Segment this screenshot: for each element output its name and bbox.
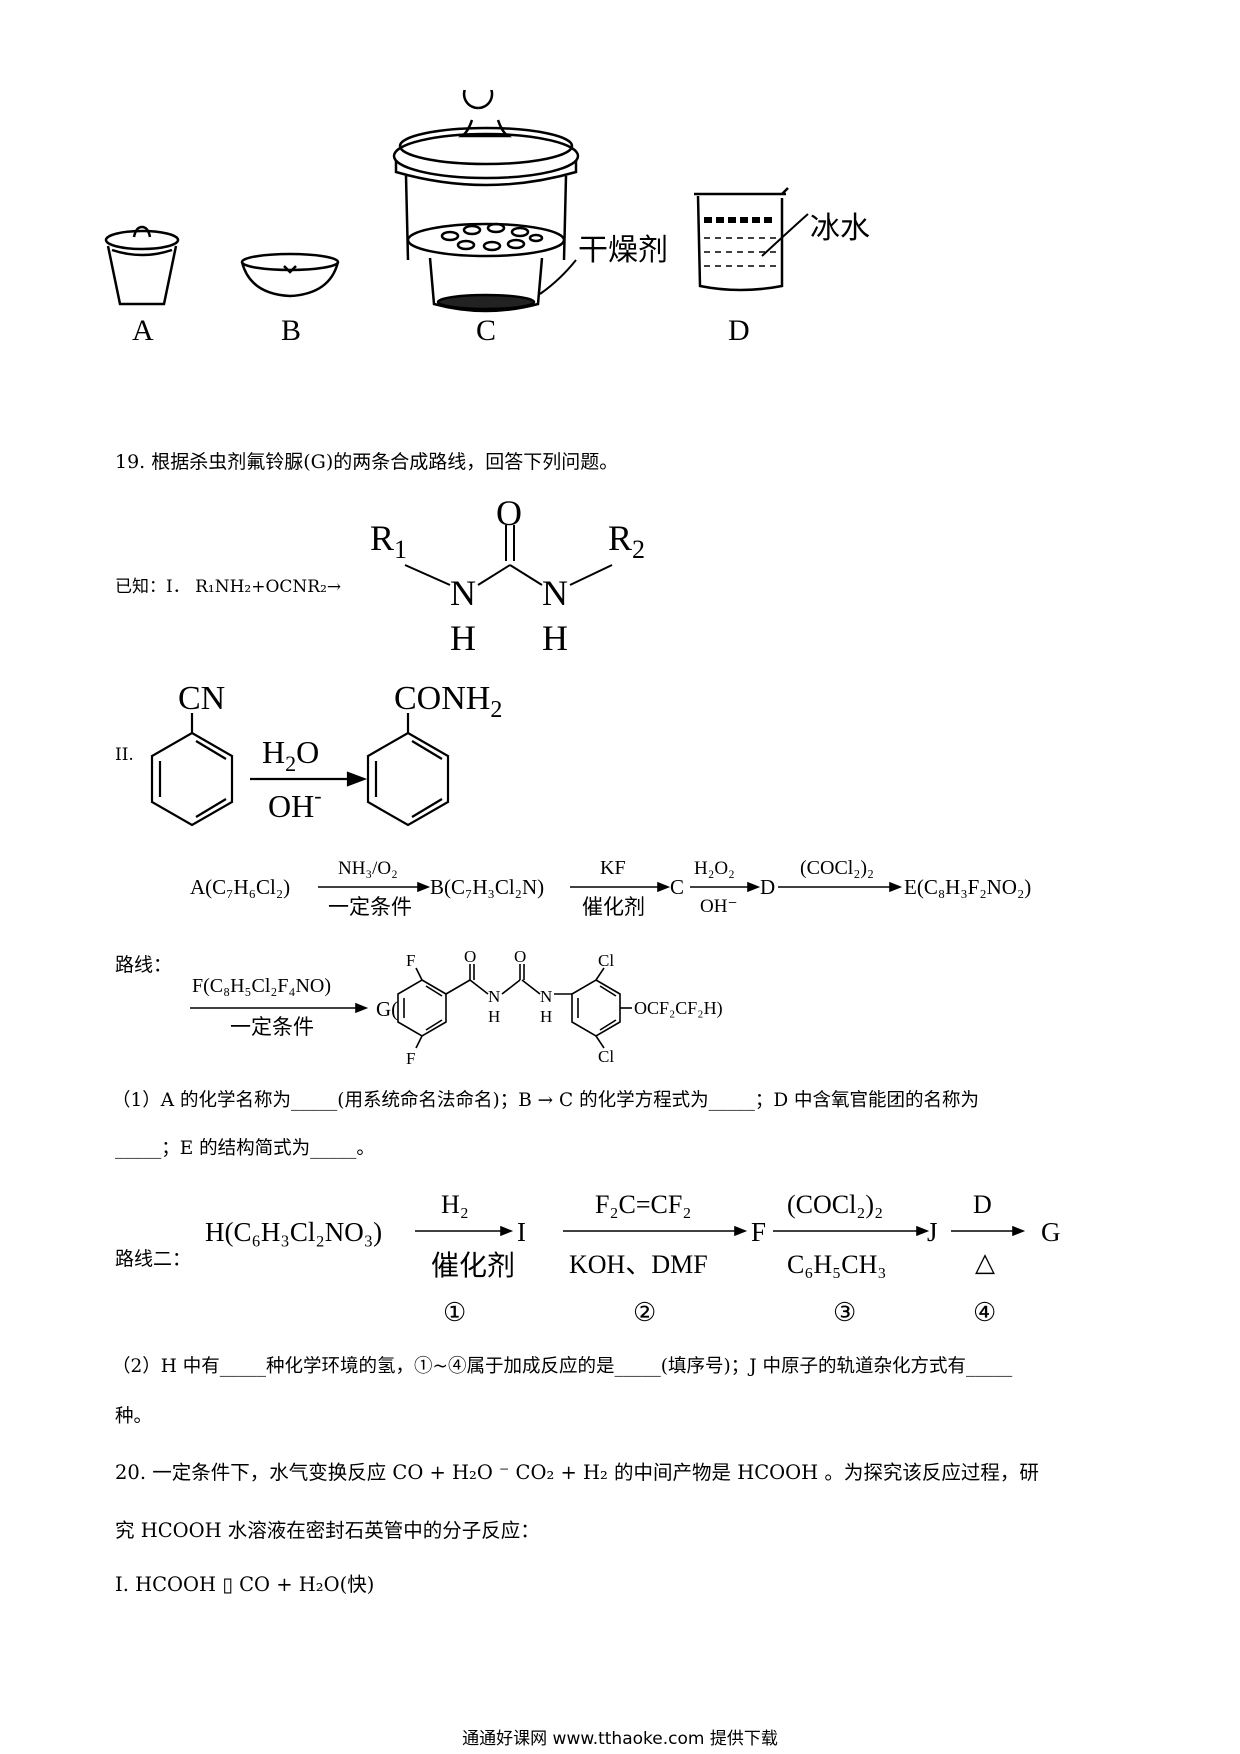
footer-watermark: 通通好课网 www.tthaoke.com 提供下载: [462, 1729, 778, 1749]
svg-text:F: F: [406, 951, 415, 970]
q20-line3: I. HCOOH ▯ CO + H₂O(快): [115, 1573, 375, 1596]
beaker-drawing: [694, 187, 809, 292]
svg-text:F: F: [751, 1217, 766, 1247]
svg-text:I: I: [517, 1217, 526, 1247]
svg-text:D: D: [973, 1190, 992, 1219]
apparatus-figure: 干燥剂 冰水 A B C D: [104, 90, 870, 347]
svg-text:O: O: [496, 495, 522, 533]
svg-text:OH-: OH-: [268, 783, 322, 824]
svg-text:CN: CN: [178, 680, 225, 717]
svg-text:N: N: [540, 987, 552, 1006]
q19-part2-line2: 种。: [115, 1406, 153, 1427]
known-i-text: 已知：I． R₁NH₂+OCNR₂→: [115, 577, 342, 597]
label-b: B: [281, 314, 301, 347]
svg-text:催化剂: 催化剂: [582, 895, 645, 919]
known-ii-reaction: CN CONH2 H2O OH-: [150, 680, 502, 827]
svg-text:D: D: [760, 875, 775, 899]
svg-text:(COCl₂)₂: (COCl₂)₂: [787, 1190, 883, 1219]
svg-text:G: G: [1041, 1217, 1061, 1247]
svg-text:一定条件: 一定条件: [230, 1015, 314, 1039]
svg-text:H: H: [488, 1007, 500, 1026]
desiccant-label: 干燥剂: [578, 234, 668, 267]
svg-text:F₂C=CF₂: F₂C=CF₂: [595, 1190, 691, 1219]
svg-text:H₂: H₂: [441, 1190, 469, 1219]
svg-text:C₆H₅CH₃: C₆H₅CH₃: [787, 1250, 886, 1279]
svg-text:催化剂: 催化剂: [431, 1250, 515, 1282]
svg-text:F: F: [406, 1049, 415, 1068]
svg-text:H(C₆H₃Cl₂NO₃): H(C₆H₃Cl₂NO₃): [205, 1217, 382, 1247]
svg-text:R1: R1: [370, 518, 407, 564]
svg-text:△: △: [975, 1248, 995, 1277]
svg-text:E(C₈H₃F₂NO₂): E(C₈H₃F₂NO₂): [904, 875, 1031, 899]
q19-part1-line2: _____；E 的结构简式为_____。: [115, 1138, 375, 1159]
q19-part1-line1: （1）A 的化学名称为_____(用系统命名法命名)；B → C 的化学方程式为…: [112, 1090, 980, 1111]
svg-text:F(C₈H₅Cl₂F₄NO): F(C₈H₅Cl₂F₄NO): [192, 975, 331, 997]
svg-text:H₂O₂: H₂O₂: [694, 858, 735, 879]
label-d: D: [728, 314, 750, 347]
q19-stem: 19. 根据杀虫剂氟铃脲(G)的两条合成路线，回答下列问题。: [115, 451, 619, 473]
q19-part2-line1: （2）H 中有_____种化学环境的氢，①~④属于加成反应的是_____(填序号…: [112, 1356, 1013, 1377]
route1-scheme: A(C₇H₆Cl₂) NH₃/O₂ 一定条件 B(C₇H₃Cl₂N) KF 催化…: [190, 857, 1031, 919]
svg-text:OH⁻: OH⁻: [700, 896, 737, 917]
svg-text:A(C₇H₆Cl₂): A(C₇H₆Cl₂): [190, 875, 290, 899]
q20-line2: 究 HCOOH 水溶液在密封石英管中的分子反应：: [115, 1519, 540, 1542]
svg-text:N: N: [488, 987, 500, 1006]
svg-text:N: N: [450, 573, 476, 613]
desiccator-drawing: [392, 90, 580, 313]
urea-structure: R1 O R2 N N H H: [370, 495, 645, 658]
svg-text:J: J: [927, 1217, 938, 1247]
svg-text:G(: G(: [376, 997, 398, 1021]
svg-text:③: ③: [833, 1298, 856, 1327]
ice-water-label: 冰水: [810, 212, 870, 245]
svg-text:KOH、DMF: KOH、DMF: [569, 1250, 708, 1279]
label-a: A: [132, 314, 154, 347]
crucible-drawing: [104, 225, 180, 306]
svg-text:O: O: [464, 950, 476, 966]
svg-text:H: H: [542, 618, 568, 658]
q20-line1: 20. 一定条件下，水气变换反应 CO + H₂O ⁻ CO₂ + H₂ 的中间…: [115, 1461, 1039, 1484]
svg-text:一定条件: 一定条件: [328, 895, 412, 919]
svg-text:N: N: [542, 573, 568, 613]
svg-text:④: ④: [973, 1298, 996, 1327]
svg-text:H2O: H2O: [262, 734, 319, 776]
svg-text:NH₃/O₂: NH₃/O₂: [338, 858, 398, 879]
svg-text:B(C₇H₃Cl₂N): B(C₇H₃Cl₂N): [430, 875, 544, 899]
route2-label: 路线二：: [115, 1248, 192, 1270]
svg-text:Cl: Cl: [598, 1047, 614, 1066]
label-c: C: [476, 314, 496, 347]
route1-label: 路线：: [115, 954, 173, 976]
known-ii-label: II.: [115, 745, 134, 765]
svg-text:②: ②: [633, 1298, 656, 1327]
svg-text:OCF₂CF₂H): OCF₂CF₂H): [634, 998, 723, 1019]
svg-text:Cl: Cl: [598, 951, 614, 970]
route2-scheme: H(C₆H₃Cl₂NO₃) H₂ 催化剂 I F₂C=CF₂ KOH、DMF F…: [205, 1190, 1061, 1327]
route1-step-to-g: F(C₈H₅Cl₂F₄NO) 一定条件 G( F F O O N N H H C…: [190, 950, 723, 1068]
svg-text:CONH2: CONH2: [394, 680, 502, 723]
svg-text:H: H: [450, 618, 476, 658]
svg-text:H: H: [540, 1007, 552, 1026]
svg-text:C: C: [670, 875, 684, 899]
svg-text:①: ①: [443, 1298, 466, 1327]
svg-text:R2: R2: [608, 518, 645, 564]
svg-text:(COCl₂)₂: (COCl₂)₂: [800, 857, 874, 879]
evaporating-dish-drawing: [240, 252, 340, 298]
svg-text:KF: KF: [600, 857, 626, 879]
svg-text:O: O: [514, 950, 526, 966]
